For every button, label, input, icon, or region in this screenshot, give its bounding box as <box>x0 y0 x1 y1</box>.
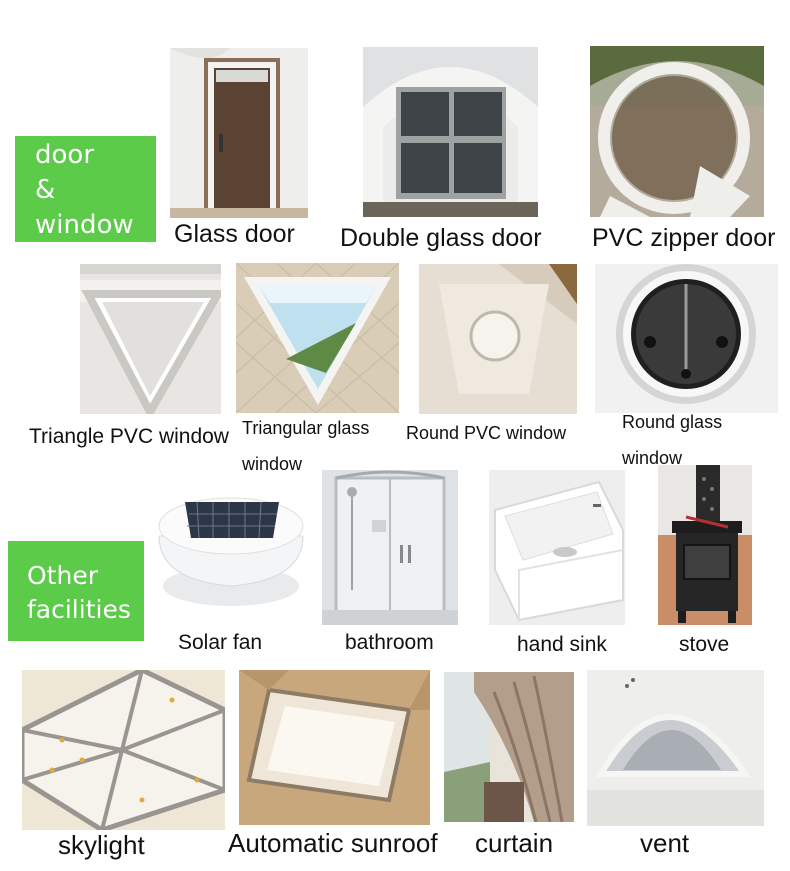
hand-sink-photo <box>489 470 625 625</box>
pvc-zipper-door-photo <box>590 46 764 217</box>
caption-vent: vent <box>640 828 690 858</box>
round-glass-window-photo <box>595 264 778 413</box>
skylight-photo <box>22 670 225 830</box>
caption-triangle-pvc-window: Triangle PVC window <box>29 425 229 448</box>
caption-round-pvc-window: Round PVC window <box>406 423 567 443</box>
caption-bathroom: bathroom <box>345 631 434 654</box>
caption-solar-fan: Solar fan <box>178 631 263 654</box>
curtain-photo <box>444 672 574 822</box>
section-badge-door-window: door & window <box>15 136 156 242</box>
double-glass-door-photo <box>363 47 538 217</box>
caption-curtain: curtain <box>475 828 554 858</box>
badge-line: door <box>35 140 95 170</box>
caption-hand-sink: hand sink <box>517 633 607 656</box>
badge-line: & <box>35 175 56 205</box>
round-pvc-window-photo <box>419 264 577 414</box>
bathroom-photo <box>322 470 458 625</box>
badge-line: window <box>35 210 134 240</box>
automatic-sunroof-photo <box>239 670 430 825</box>
solar-fan-photo <box>147 490 315 615</box>
caption-glass-door: Glass door <box>174 220 295 248</box>
section-badge-other-facilities: Other facilities <box>8 541 144 641</box>
caption-round-glass-window: Round glass window <box>622 412 723 468</box>
triangle-pvc-window-photo <box>80 264 221 414</box>
caption-stove: stove <box>679 633 730 656</box>
caption-automatic-sunroof: Automatic sunroof <box>228 828 438 858</box>
badge-line: Other <box>27 561 98 590</box>
caption-triangular-glass-window: Triangular glass window <box>242 418 370 474</box>
badge-line: facilities <box>27 595 131 624</box>
stove-photo <box>658 465 752 625</box>
caption-pvc-zipper-door: PVC zipper door <box>592 224 776 252</box>
vent-photo <box>587 670 764 826</box>
triangular-glass-window-photo <box>236 263 399 413</box>
caption-skylight: skylight <box>58 830 145 860</box>
caption-double-glass-door: Double glass door <box>340 224 542 252</box>
glass-door-photo <box>170 48 308 218</box>
